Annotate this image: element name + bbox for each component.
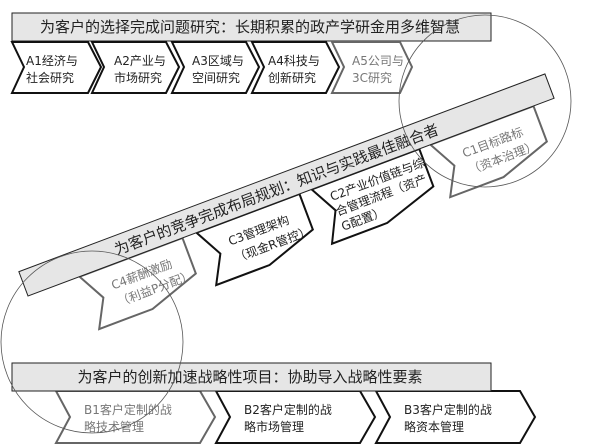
chevron-a3 bbox=[170, 41, 261, 94]
chevron-b1 bbox=[54, 390, 217, 444]
lens-circle-bottom-left bbox=[0, 250, 184, 434]
top-title: 为客户的选择完成问题研究：长期积累的政产学研金用多维智慧 bbox=[40, 18, 460, 36]
a2-label-2: 市场研究 bbox=[114, 70, 162, 85]
b1-label-2: 略技术管理 bbox=[84, 419, 144, 434]
top-section: 为客户的选择完成问题研究：长期积累的政产学研金用多维智慧 A1经济与 社会研究 … bbox=[10, 12, 492, 94]
top-title-bar bbox=[11, 12, 492, 42]
b2-label-2: 略市场管理 bbox=[244, 419, 304, 434]
a2-label-1: A2产业与 bbox=[114, 54, 166, 68]
a5-label-2: 3C研究 bbox=[352, 70, 392, 85]
top-chevrons: A1经济与 社会研究 A2产业与 市场研究 A3区域与 空间研究 A4科技与 创… bbox=[10, 41, 414, 94]
chevron-b3 bbox=[374, 390, 537, 444]
chevron-a4 bbox=[250, 41, 341, 94]
a1-label-1: A1经济与 bbox=[26, 53, 78, 68]
b3-label-2: 略资本管理 bbox=[404, 419, 464, 434]
a3-label-1: A3区域与 bbox=[192, 54, 244, 68]
middle-boxes: C4薪酬激励 （利益P分配） C3管理架构 （现金R管控） C2产业价值链与综 … bbox=[77, 104, 549, 331]
a5-label-1: A5公司与 bbox=[352, 54, 404, 68]
chevron-a1 bbox=[10, 41, 103, 94]
middle-section: C4薪酬激励 （利益P分配） C3管理架构 （现金R管控） C2产业价值链与综 … bbox=[18, 73, 555, 331]
a4-label-1: A4科技与 bbox=[268, 54, 320, 68]
bottom-title-bar bbox=[11, 362, 492, 392]
lens-circle-top-right bbox=[398, 14, 572, 188]
middle-title-bar bbox=[18, 73, 555, 297]
a1-label-2: 社会研究 bbox=[26, 70, 74, 85]
a4-label-2: 创新研究 bbox=[268, 70, 316, 85]
b1-label-1: B1客户定制的战 bbox=[84, 402, 172, 417]
bottom-title: 为客户的创新加速战略性项目：协助导入战略性要素 bbox=[77, 368, 422, 386]
chevron-b2 bbox=[214, 390, 377, 444]
b3-label-1: B3客户定制的战 bbox=[404, 402, 492, 417]
chevron-a5 bbox=[330, 41, 414, 94]
a3-label-2: 空间研究 bbox=[192, 70, 240, 85]
chevron-a2 bbox=[90, 41, 181, 94]
bottom-section: 为客户的创新加速战略性项目：协助导入战略性要素 B1客户定制的战 略技术管理 B… bbox=[11, 362, 537, 444]
b2-label-1: B2客户定制的战 bbox=[244, 402, 332, 417]
